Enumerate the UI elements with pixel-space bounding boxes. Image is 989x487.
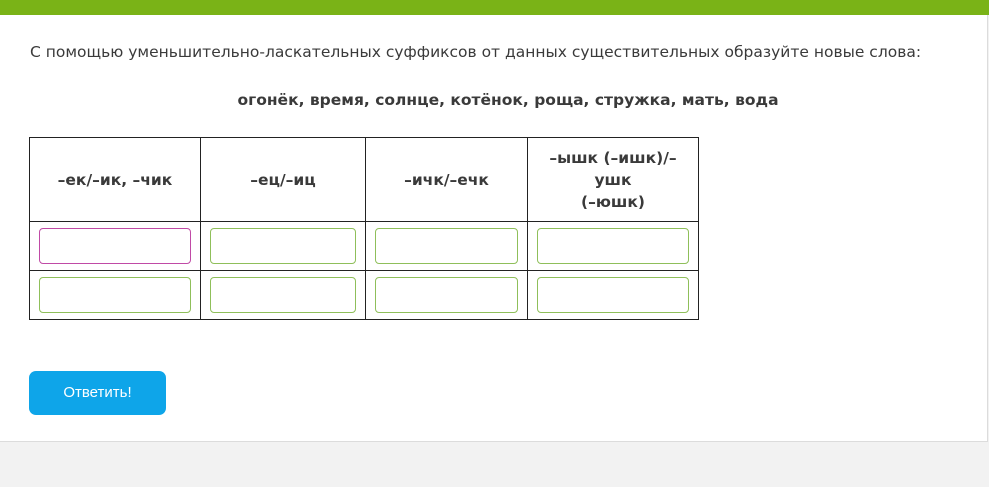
answer-field-r1-c3[interactable] [375,228,518,264]
exercise-card: С помощью уменьшительно-ласкательных суф… [0,0,989,442]
header-bar [0,0,989,15]
answer-field-r1-c2[interactable] [210,228,356,264]
column-header-yshk-ushk: –ышк (–ишк)/– ушк (–юшк) [527,137,699,222]
answer-field-r1-c4[interactable] [537,228,689,264]
answer-field-r2-c2[interactable] [210,277,356,313]
column-header-ets-its: –ец/–иц [200,137,366,222]
column-header-ek-ik-chik: –ек/–ик, –чик [29,137,201,222]
answer-field-r2-c1[interactable] [39,277,191,313]
word-list: огонёк, время, солнце, котёнок, роща, ст… [237,91,779,109]
answer-field-r2-c3[interactable] [375,277,518,313]
table-header-row: –ек/–ик, –чик –ец/–иц –ичк/–ечк –ышк (–и… [29,137,699,222]
column-header-ichk-echk: –ичк/–ечк [365,137,528,222]
table-row [29,270,699,320]
answer-field-r1-c1[interactable] [39,228,191,264]
suffix-table: –ек/–ик, –чик –ец/–иц –ичк/–ечк –ышк (–и… [29,137,699,320]
task-instruction: С помощью уменьшительно-ласкательных суф… [30,43,922,61]
submit-answer-button[interactable]: Ответить! [29,371,166,415]
table-row [29,221,699,271]
answer-field-r2-c4[interactable] [537,277,689,313]
